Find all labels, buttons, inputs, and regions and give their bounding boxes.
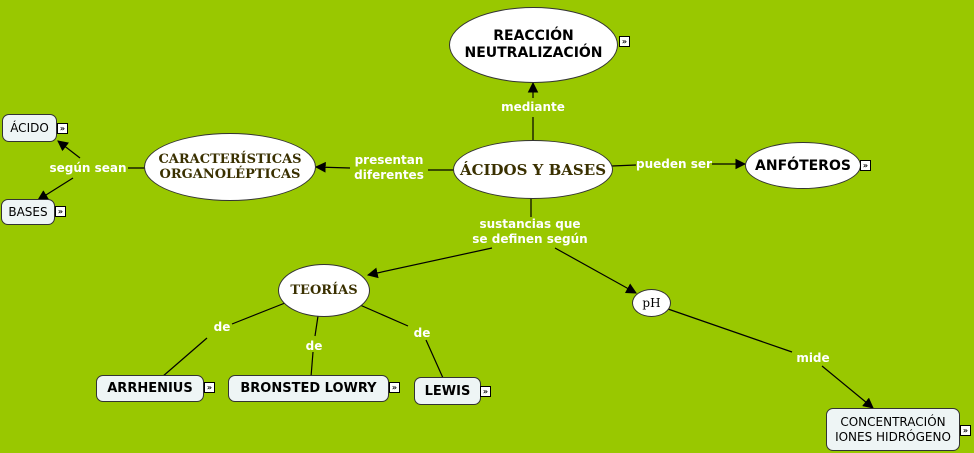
node-caracteristicas-organolepticas[interactable]: CARACTERÍSTICAS ORGANOLÉPTICAS [144,133,316,201]
expand-icon[interactable]: » [619,36,630,47]
connector-de-lewis-b [425,339,444,379]
connector-de-bronsted-b [310,351,314,378]
connector-de-arrhenius-a [231,302,286,325]
node-arrhenius[interactable]: ARRHENIUS [96,375,204,402]
link-label-de: de [213,320,231,334]
expand-icon[interactable]: » [480,386,491,397]
node-acido[interactable]: ÁCIDO [2,114,57,142]
connector-mide-b [821,365,874,409]
connector-to-acido [57,140,81,159]
link-label-pueden-ser: pueden ser [636,157,712,171]
expand-icon[interactable]: » [55,206,66,217]
expand-icon[interactable]: » [57,123,68,134]
expand-icon[interactable]: » [860,160,871,171]
node-anfoteros[interactable]: ANFÓTEROS [745,142,861,189]
node-ph[interactable]: pH [632,289,671,317]
expand-icon[interactable]: » [389,382,400,393]
link-label-de: de [305,339,323,353]
connector-de-lewis-a [359,304,409,327]
connector-to-ph [554,247,637,294]
node-bronsted-lowry[interactable]: BRONSTED LOWRY [228,375,389,402]
connector-to-bases [37,177,74,201]
link-label-mide: mide [796,351,830,365]
connector-mide-a [667,308,793,353]
connector-to-teorias [366,247,493,279]
link-label-segun-sean: según sean [49,161,127,175]
node-concentracion-iones-hidrogeno[interactable]: CONCENTRACIÓN IONES HIDRÓGENO [826,408,960,451]
node-teorias[interactable]: TEORÍAS [278,264,370,317]
node-reaccion-neutralizacion[interactable]: REACCIÓN NEUTRALIZACIÓN [449,7,618,83]
node-bases[interactable]: BASES [1,199,55,225]
link-label-presentan-diferentes: presentan diferentes [354,153,424,182]
link-label-sustancias: sustancias que se definen según [472,217,588,246]
connector-pueden-ser [611,164,637,167]
node-acidos-y-bases[interactable]: ÁCIDOS Y BASES [453,140,613,199]
connector-de-arrhenius-b [161,337,208,378]
expand-icon[interactable]: » [960,425,971,436]
expand-icon[interactable]: » [204,382,215,393]
link-label-de: de [413,326,431,340]
connector-presentan-arrow [314,161,351,173]
link-label-mediante: mediante [501,100,565,114]
connector-de-bronsted-a [314,315,319,337]
node-lewis[interactable]: LEWIS [414,377,481,405]
